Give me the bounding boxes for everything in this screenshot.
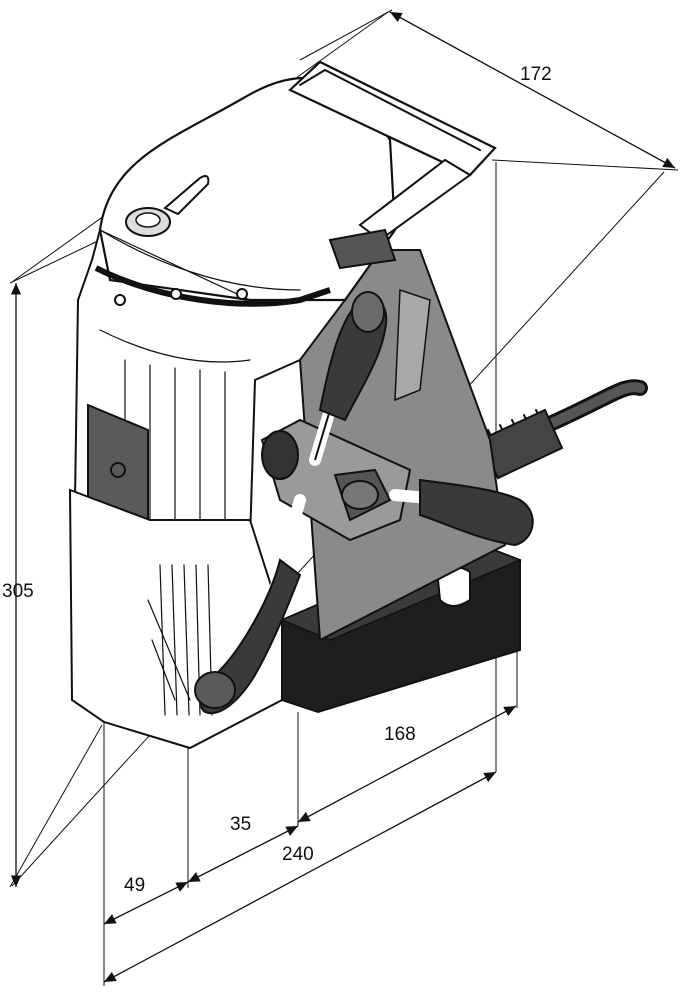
dim-label-305: 305 <box>2 581 34 602</box>
feed-handle-bottom <box>194 494 306 715</box>
feed-handle-top <box>309 291 388 466</box>
dim-line-172 <box>389 11 676 169</box>
dim-label-49: 49 <box>124 875 145 896</box>
carry-handle <box>288 60 497 270</box>
dim-label-172: 172 <box>520 64 552 85</box>
vent-slots <box>147 564 213 716</box>
dimension-lines <box>9 9 679 986</box>
oil-cap <box>125 175 210 237</box>
lower-casing <box>68 488 283 750</box>
screw-icon <box>114 294 126 306</box>
screw-icon <box>170 288 182 300</box>
dim-line-35 <box>187 825 299 883</box>
dim-label-35: 35 <box>230 814 251 835</box>
drill-illustration <box>68 60 648 750</box>
dim-label-168: 168 <box>384 724 416 745</box>
dim-label-240: 240 <box>282 844 314 865</box>
dim-line-240 <box>103 771 497 983</box>
dim-line-49 <box>103 881 189 925</box>
screw-icon <box>236 288 248 300</box>
feed-handle-right <box>389 478 534 547</box>
switch-icon <box>110 462 126 478</box>
